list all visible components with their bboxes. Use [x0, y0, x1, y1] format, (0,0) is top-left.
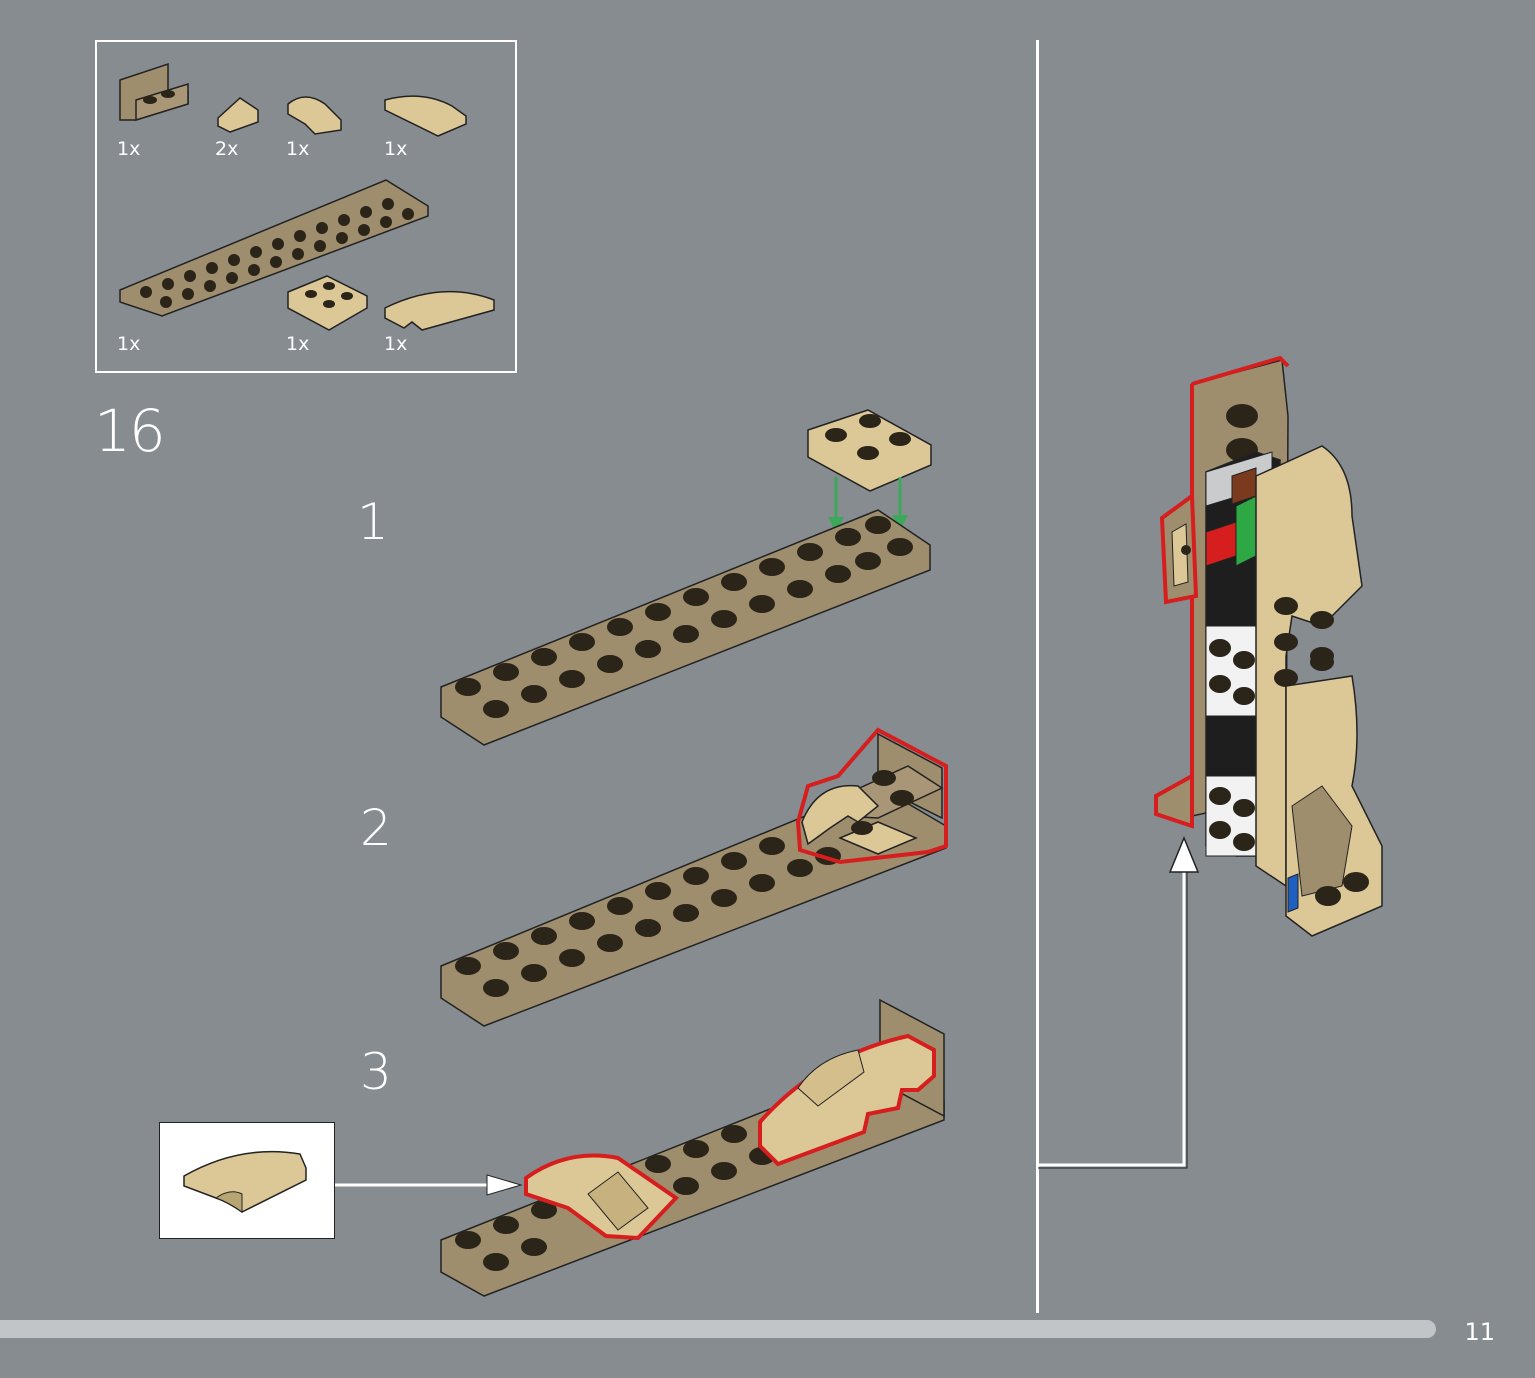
sub-step-number: 2	[360, 799, 392, 857]
page-number: 11	[1464, 1318, 1495, 1346]
plate-2x2-part-icon	[287, 275, 368, 331]
plate-2x12-part-icon	[119, 179, 429, 317]
quantity-label: 1x	[384, 333, 408, 355]
parts-list-box	[95, 40, 517, 373]
progress-bar	[0, 1320, 1436, 1338]
quantity-label: 2x	[215, 138, 239, 160]
quantity-label: 1x	[286, 138, 310, 160]
curved-slope-2x2-part-icon	[384, 95, 467, 137]
quantity-label: 1x	[384, 138, 408, 160]
step-number: 16	[94, 397, 166, 465]
substep-1-illustration	[440, 409, 932, 746]
callout-arrow	[335, 1174, 523, 1196]
substep-2-illustration	[440, 727, 948, 1027]
substep-3-illustration	[440, 998, 945, 1297]
quantity-label: 1x	[286, 333, 310, 355]
column-divider	[1036, 40, 1039, 1313]
curved-slope-2x4-part-icon	[384, 290, 495, 331]
quantity-label: 1x	[117, 138, 141, 160]
callout-part-icon	[183, 1150, 307, 1213]
bracket-part-icon	[119, 62, 189, 122]
slope-tile-part-icon	[217, 97, 259, 133]
curved-slope-clip-part-icon	[287, 96, 342, 135]
quantity-label: 1x	[117, 333, 141, 355]
assembled-model-illustration	[1154, 355, 1383, 937]
sub-step-number: 1	[357, 493, 389, 551]
connector-arrow	[1038, 836, 1200, 1169]
sub-step-number: 3	[360, 1043, 392, 1101]
